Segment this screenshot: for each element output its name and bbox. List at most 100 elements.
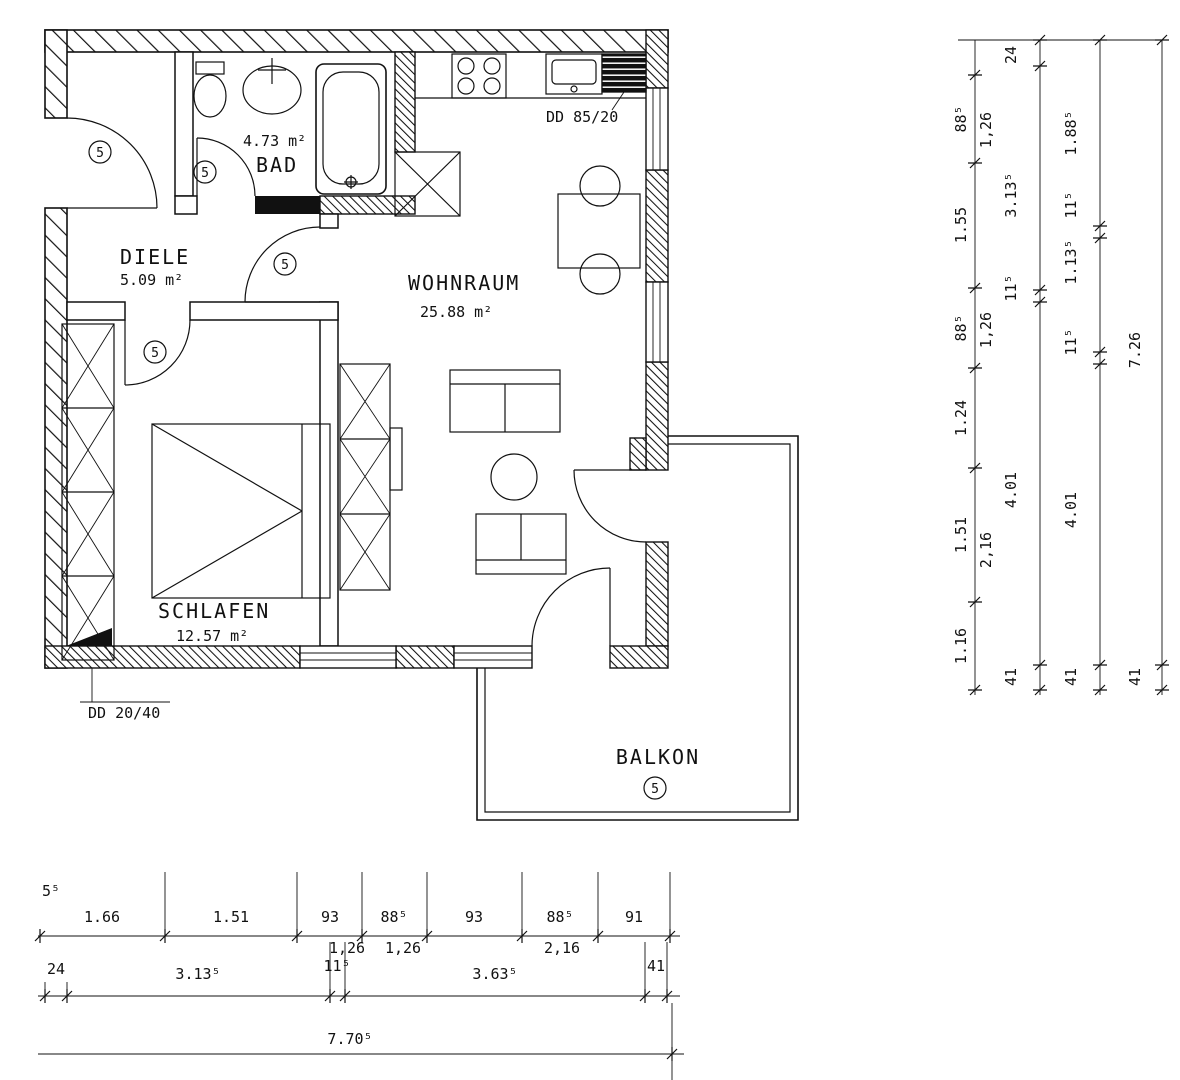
room-label-diele: DIELE [120,245,190,269]
wall-right-seg2 [645,169,669,283]
window-bottom-1 [299,645,397,669]
door-tag-bath-number: 5 [201,166,209,181]
sink [242,58,302,115]
dim-right-c3-1: 11⁵ [1062,191,1080,218]
dim-right-c2-2: 11⁵ [1002,274,1020,301]
wall-bath-bottom-solid [255,196,320,214]
coffee-table [490,453,538,501]
balcony-outer-edge [476,435,799,821]
window-right-2 [645,281,669,363]
dim-right-chain1-ticks [968,69,982,696]
room-area-diele: 5.09 m² [120,271,183,289]
wall-right-seg4 [645,541,669,647]
dim-bottom-c1-0: 5⁵ [42,882,60,900]
annotations: DD 85/20 DD 20/40 [80,108,618,722]
dim-bottom-c2-4: 41 [647,957,665,975]
entrance-door [66,117,158,209]
dim-right-c2-3: 4.01 [1002,472,1020,508]
dim-bottom-c3-0: 7.70⁵ [327,1030,372,1048]
dim-right-c1sub-0: 1,26 [977,112,995,148]
balcony-door-right [573,469,647,543]
doors [66,117,647,647]
duct-leader-line [611,91,625,111]
dim-right-c3-5: 41 [1062,668,1080,686]
window-right-1 [645,87,669,171]
schlafen-furniture [61,323,331,661]
dim-bottom-chain2-ticks [39,989,673,1003]
wohnraum-furniture [339,165,641,591]
wall-bath-bottom-jamb [174,195,198,215]
door-tag-diele: 5 [273,252,297,276]
door-tag-balkon: 5 [643,776,667,800]
dim-bottom-c2-0: 24 [47,960,65,978]
entry-sill-leader [80,668,170,703]
balcony-inner-edge [484,443,791,813]
dim-bottom-c1-2: 1.51 [213,908,249,926]
room-label-wohnraum: WOHNRAUM [408,271,520,295]
balcony-door-bottom [531,567,611,647]
dining-table [557,193,641,269]
stove [451,53,507,99]
dim-right-c3-2: 1.13⁵ [1062,239,1080,284]
dining-set [557,165,641,295]
tall-unit-crossed [394,151,461,217]
dim-bottom-c1sub-0: 1,26 [329,939,365,957]
door-tag-entrance-number: 5 [96,146,104,161]
dim-bottom-c2-2: 11⁵ [323,957,350,975]
dim-right-c4-1: 41 [1126,668,1144,686]
window-bottom-2 [453,645,533,669]
wardrobe-right-crossed [339,363,403,591]
door-tags: 5 5 5 5 5 [88,140,667,800]
dim-bottom-c1-1: 1.66 [84,908,120,926]
dining-chair-bottom [579,253,621,295]
dim-right-c1-2: 88⁵ [952,314,970,341]
door-tag-entrance: 5 [88,140,112,164]
dim-right-c1-1: 1.55 [952,207,970,243]
wall-bath-left [174,51,194,197]
dim-right-c3-4: 4.01 [1062,492,1080,528]
door-tag-balkon-number: 5 [651,782,659,797]
dim-bottom-c1sub-2: 2,16 [544,939,580,957]
wall-right-seg3 [645,361,669,471]
door-tag-bath: 5 [193,160,217,184]
dim-right-c1-0: 88⁵ [952,105,970,132]
dim-bottom-c1-3: 93 [321,908,339,926]
dim-bottom-chain1-ticks [34,929,676,943]
wall-bath-bottom-hatched [319,195,416,215]
dimension-chains-bottom: 5⁵ 1.66 1.51 93 88⁵ 93 88⁵ 91 1,26 1,26 … [34,872,684,1080]
dim-bottom-c1-7: 91 [625,908,643,926]
dim-bottom-extensions-1 [164,872,671,942]
dim-bottom-c2-1: 3.13⁵ [175,965,220,983]
dim-right-c3-0: 1.88⁵ [1062,110,1080,155]
bath-fixtures [193,58,387,195]
room-label-schlafen: SCHLAFEN [158,599,270,623]
entry-sill-wedge [66,628,112,646]
wall-bottom-seg2 [395,645,455,669]
room-label-balkon: BALKON [616,745,700,769]
note-kitchen-duct: DD 85/20 [546,108,618,126]
dim-right-c2-0: 24 [1002,46,1020,64]
wardrobe-left-crossed [61,323,115,661]
balcony [476,435,799,821]
dim-right-c2-4: 41 [1002,668,1020,686]
dim-bottom-chain3-tick [666,1047,678,1061]
bath-door [196,137,256,197]
room-area-schlafen: 12.57 m² [176,627,248,645]
sofa-1 [449,369,561,433]
note-entry-sill: DD 20/40 [88,704,160,722]
dim-right-c1-3: 1.24 [952,400,970,436]
dim-right-c1-5: 1.16 [952,628,970,664]
wall-bottom-seg1 [44,645,301,669]
wall-diele-schlafen-left [66,301,126,321]
dim-right-c2-1: 3.13⁵ [1002,172,1020,217]
room-area-bad: 4.73 m² [243,132,306,150]
door-tag-schlafen-number: 5 [151,346,159,361]
dim-right-c3-3: 11⁵ [1062,328,1080,355]
wall-diele-schlafen-right [189,301,339,321]
wall-schlafen-wohnraum [319,301,339,647]
bathtub [315,63,387,195]
dim-right-c4-0: 7.26 [1126,332,1144,368]
door-tag-diele-number: 5 [281,258,289,273]
dim-bottom-c2-3: 3.63⁵ [472,965,517,983]
